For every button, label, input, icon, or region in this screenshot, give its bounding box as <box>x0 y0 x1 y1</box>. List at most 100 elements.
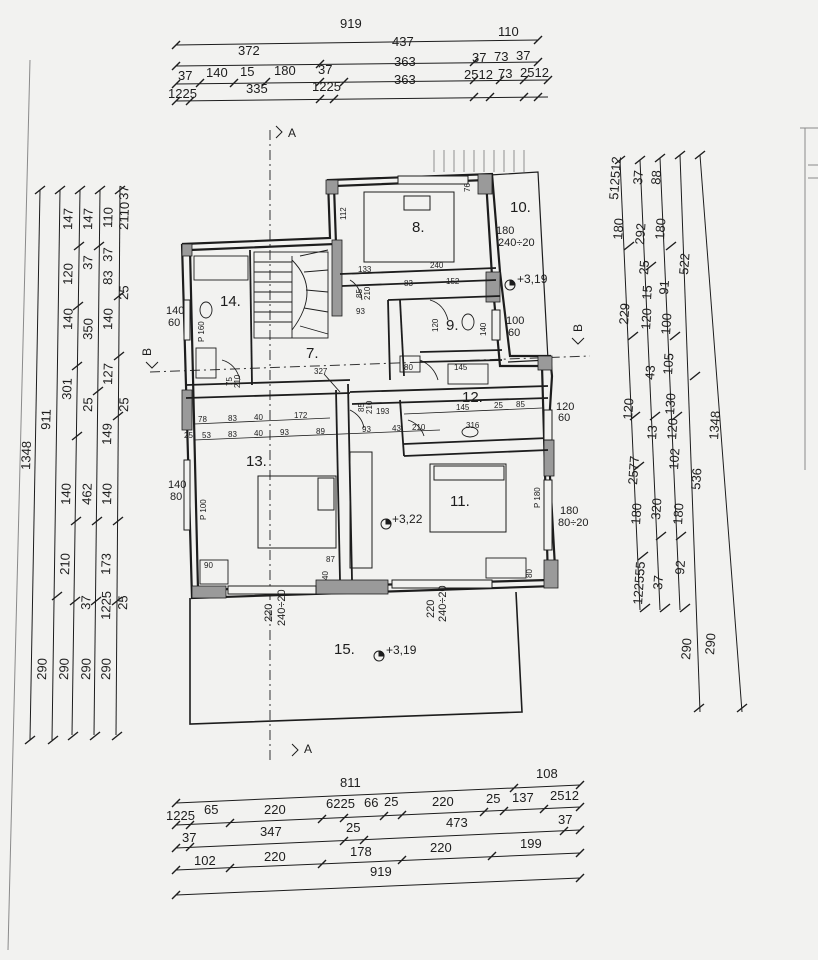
left-dimension-ticks <box>24 185 126 745</box>
left-dim-label: 83 <box>100 270 115 285</box>
window-label: 220 <box>263 604 275 622</box>
inner-dim-label: 210 <box>233 374 242 388</box>
inner-dim-label: 93 <box>280 428 289 437</box>
window-label: 60 <box>168 317 180 329</box>
section-lines <box>149 130 591 760</box>
inner-dim-label: 240 <box>430 261 444 270</box>
top-dim-label: 73 <box>498 66 512 81</box>
bottom-dim-label: 1225 <box>166 808 195 823</box>
left-dim-label: 147 <box>80 208 96 230</box>
left-dim-label: 149 <box>99 423 115 445</box>
left-dim-label: 25 <box>116 285 131 300</box>
left-dim-label: 290 <box>34 658 50 680</box>
top-dim-label: 919 <box>340 16 362 31</box>
bottom-dim-label: 220 <box>264 802 286 817</box>
left-dim-label: 2110 <box>116 202 132 230</box>
left-dim-label: 25 <box>116 397 131 412</box>
bottom-dim-label: 37 <box>182 830 196 845</box>
inner-dim-label: 40 <box>254 429 263 438</box>
inner-dim-label: 87 <box>326 555 335 564</box>
top-dimension-lines <box>175 39 549 102</box>
inner-dim-label: 25 <box>494 401 503 410</box>
top-dim-label: 437 <box>392 34 414 49</box>
right-dim-label: 15 <box>639 285 655 300</box>
window-label: 80÷20 <box>558 517 589 529</box>
inner-dim-label: P 160 <box>197 321 206 342</box>
bottom-dim-label: 220 <box>430 840 452 855</box>
inner-dim-label: 85 <box>357 403 366 412</box>
section-label-a: A <box>288 126 296 140</box>
top-dim-label: 2512 <box>464 67 493 82</box>
level-label: +3,19 <box>386 643 417 657</box>
bottom-dim-label: 811 <box>340 775 361 790</box>
room-label-13: 13. <box>246 453 267 470</box>
window-label: 80 <box>170 491 182 503</box>
bottom-dim-label: 37 <box>558 812 572 827</box>
window-label: 180 <box>560 505 578 517</box>
window-label: 100 <box>506 315 524 327</box>
window-label: 120 <box>556 401 574 413</box>
inner-dim-label: 53 <box>202 431 211 440</box>
room-labels: 7. 8. 9. 10. 11. 12. 13. 14. 15. <box>220 199 531 658</box>
top-dim-label: 73 <box>494 49 508 64</box>
inner-dim-label: 93 <box>362 425 371 434</box>
left-dimension-lines <box>29 189 121 741</box>
bottom-dimension-labels: 811 108 1225 65 220 6225 66 25 220 25 13… <box>166 766 579 879</box>
level-markers <box>373 279 516 662</box>
left-dim-label: 350 <box>80 318 96 340</box>
window-label: 240÷20 <box>276 589 288 626</box>
left-dim-label: 127 <box>100 363 116 385</box>
balcony-hatch <box>433 150 525 172</box>
inner-dim-label: 193 <box>376 407 390 416</box>
inner-dim-label: 133 <box>358 265 372 274</box>
left-dim-label: 911 <box>38 409 54 430</box>
bottom-dim-label: 6225 <box>326 796 355 811</box>
room-label-14: 14. <box>220 293 241 310</box>
level-label: +3,22 <box>392 512 423 526</box>
right-dim-label: 43 <box>642 365 658 380</box>
right-dim-label: 2577 <box>625 455 642 485</box>
sheet-frame <box>7 59 818 951</box>
top-dim-label: 335 <box>246 81 268 96</box>
bottom-dim-label: 25 <box>346 820 360 835</box>
inner-dim-label: 83 <box>228 430 237 439</box>
right-dim-label: 92 <box>672 560 688 575</box>
inner-dim-label: 80 <box>404 363 413 372</box>
top-dim-label: 37 <box>516 48 530 63</box>
bottom-dimension-lines <box>175 784 581 896</box>
inner-dim-label: 80 <box>525 569 534 578</box>
right-dim-label: 180 <box>670 503 686 526</box>
bottom-dim-label: 2512 <box>550 788 579 803</box>
window-label: 140 <box>168 479 186 491</box>
right-dim-label: 536 <box>688 468 704 491</box>
inner-dim-label: 210 <box>412 423 426 432</box>
right-dim-label: 180 <box>610 218 626 241</box>
right-dim-label: 120 <box>638 308 654 331</box>
left-dim-label: 25 <box>115 595 130 610</box>
top-dim-label: 15 <box>240 64 254 79</box>
right-dim-label: 290 <box>678 638 694 661</box>
inner-dim-label: 76 <box>463 183 472 192</box>
bottom-dim-label: 102 <box>194 853 216 868</box>
window-label: 60 <box>508 327 520 339</box>
right-dim-label: 25 <box>636 260 652 275</box>
inner-dim-label: 210 <box>363 286 372 300</box>
window-label: 180 <box>496 225 514 237</box>
left-dim-label: 147 <box>60 208 76 230</box>
right-dim-label: 37 <box>650 575 666 590</box>
right-dim-label: 180 <box>652 218 668 241</box>
left-dim-label: 120 <box>60 263 76 285</box>
left-dim-label: 301 <box>59 378 75 400</box>
top-dim-label: 37 <box>318 62 332 77</box>
window-labels: 180 240÷20 140 60 140 80 120 60 180 80÷2… <box>166 225 589 626</box>
right-dim-label: 292 <box>632 223 648 246</box>
inner-dim-label: 83 <box>228 414 237 423</box>
room-label-7: 7. <box>306 345 319 362</box>
bottom-dim-label: 347 <box>260 824 282 839</box>
inner-dim-label: 93 <box>356 307 365 316</box>
bottom-dim-label: 25 <box>486 791 500 806</box>
top-dim-label: 363 <box>394 54 416 69</box>
right-dim-label: 512512 <box>606 156 624 200</box>
inner-dim-label: 112 <box>339 207 348 220</box>
bottom-dim-label: 199 <box>520 836 542 851</box>
